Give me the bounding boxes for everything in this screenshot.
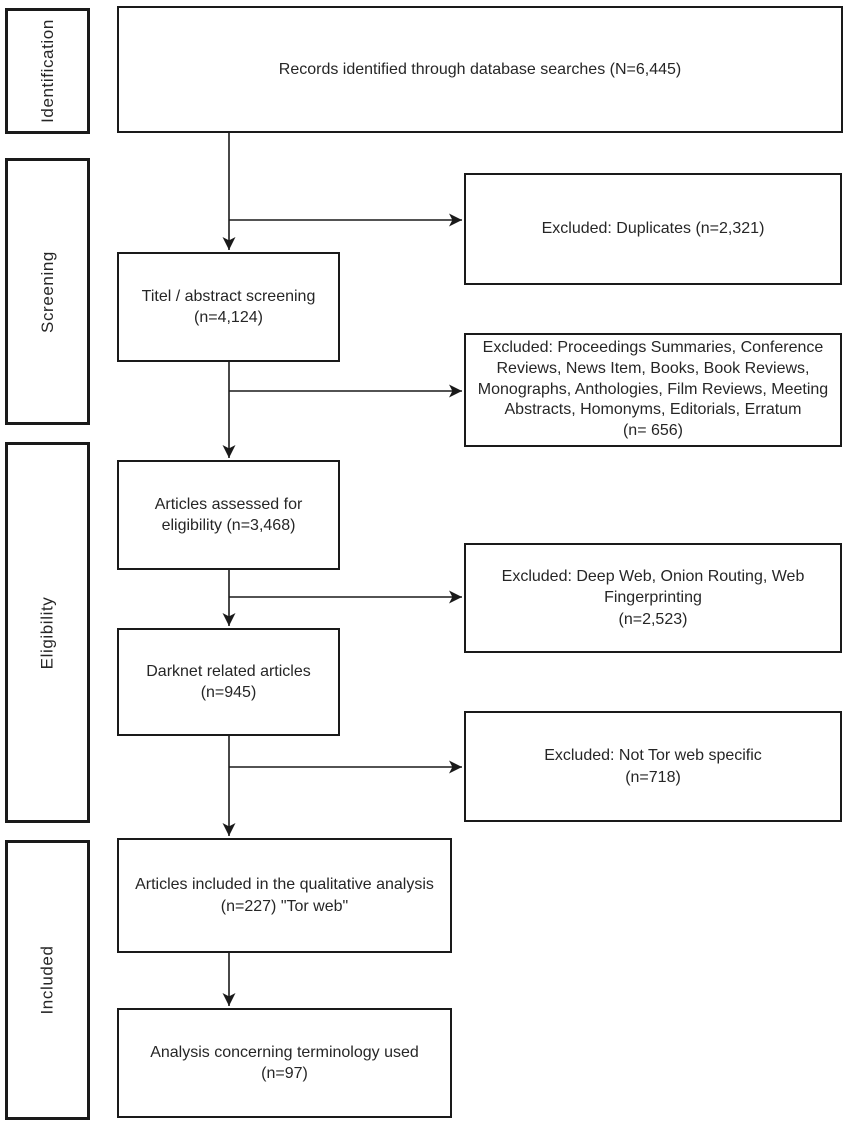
excluded-box-document-types: Excluded: Proceedings Summaries, Confere… (464, 333, 842, 447)
excluded-box-offtopic: Excluded: Deep Web, Onion Routing, Web F… (464, 543, 842, 653)
flow-box-records-identified: Records identified through database sear… (117, 6, 843, 133)
flow-box-title-screening-text: Titel / abstract screening (n=4,124) (141, 287, 316, 326)
excluded-box-not-tor-specific: Excluded: Not Tor web specific (n=718) (464, 711, 842, 822)
flow-box-qualitative-analysis: Articles included in the qualitative ana… (117, 838, 452, 953)
stage-box-included: Included (5, 840, 90, 1120)
excluded-topics-text: Excluded: Deep Web, Onion Routing, Web F… (501, 568, 805, 628)
stage-label-screening: Screening (37, 250, 57, 333)
stage-box-screening: Screening (5, 158, 90, 425)
flow-box-terminology-text: Analysis concerning terminology used (n=… (150, 1043, 419, 1082)
stage-label-identification: Identification (37, 19, 57, 123)
stage-box-eligibility: Eligibility (5, 442, 90, 823)
flow-box-title-abstract-screening: Titel / abstract screening (n=4,124) (117, 252, 340, 362)
excluded-nottor-text: Excluded: Not Tor web specific (n=718) (544, 747, 762, 786)
flow-box-assessed-text: Articles assessed for eligibility (n=3,4… (154, 495, 303, 534)
excluded-duplicates-text: Excluded: Duplicates (n=2,321) (541, 220, 765, 238)
excluded-box-duplicates: Excluded: Duplicates (n=2,321) (464, 173, 842, 285)
stage-label-included: Included (37, 945, 57, 1015)
flow-box-records-text: Records identified through database sear… (278, 60, 682, 78)
flow-box-qualitative-text: Articles included in the qualitative ana… (135, 876, 434, 915)
flow-box-articles-assessed: Articles assessed for eligibility (n=3,4… (117, 460, 340, 570)
stage-box-identification: Identification (5, 8, 90, 134)
excluded-doctypes-text: Excluded: Proceedings Summaries, Confere… (477, 339, 829, 440)
flow-box-darknet-articles: Darknet related articles (n=945) (117, 628, 340, 736)
flow-box-darknet-text: Darknet related articles (n=945) (146, 662, 311, 701)
flow-box-terminology-analysis: Analysis concerning terminology used (n=… (117, 1008, 452, 1118)
stage-label-eligibility: Eligibility (37, 596, 57, 669)
